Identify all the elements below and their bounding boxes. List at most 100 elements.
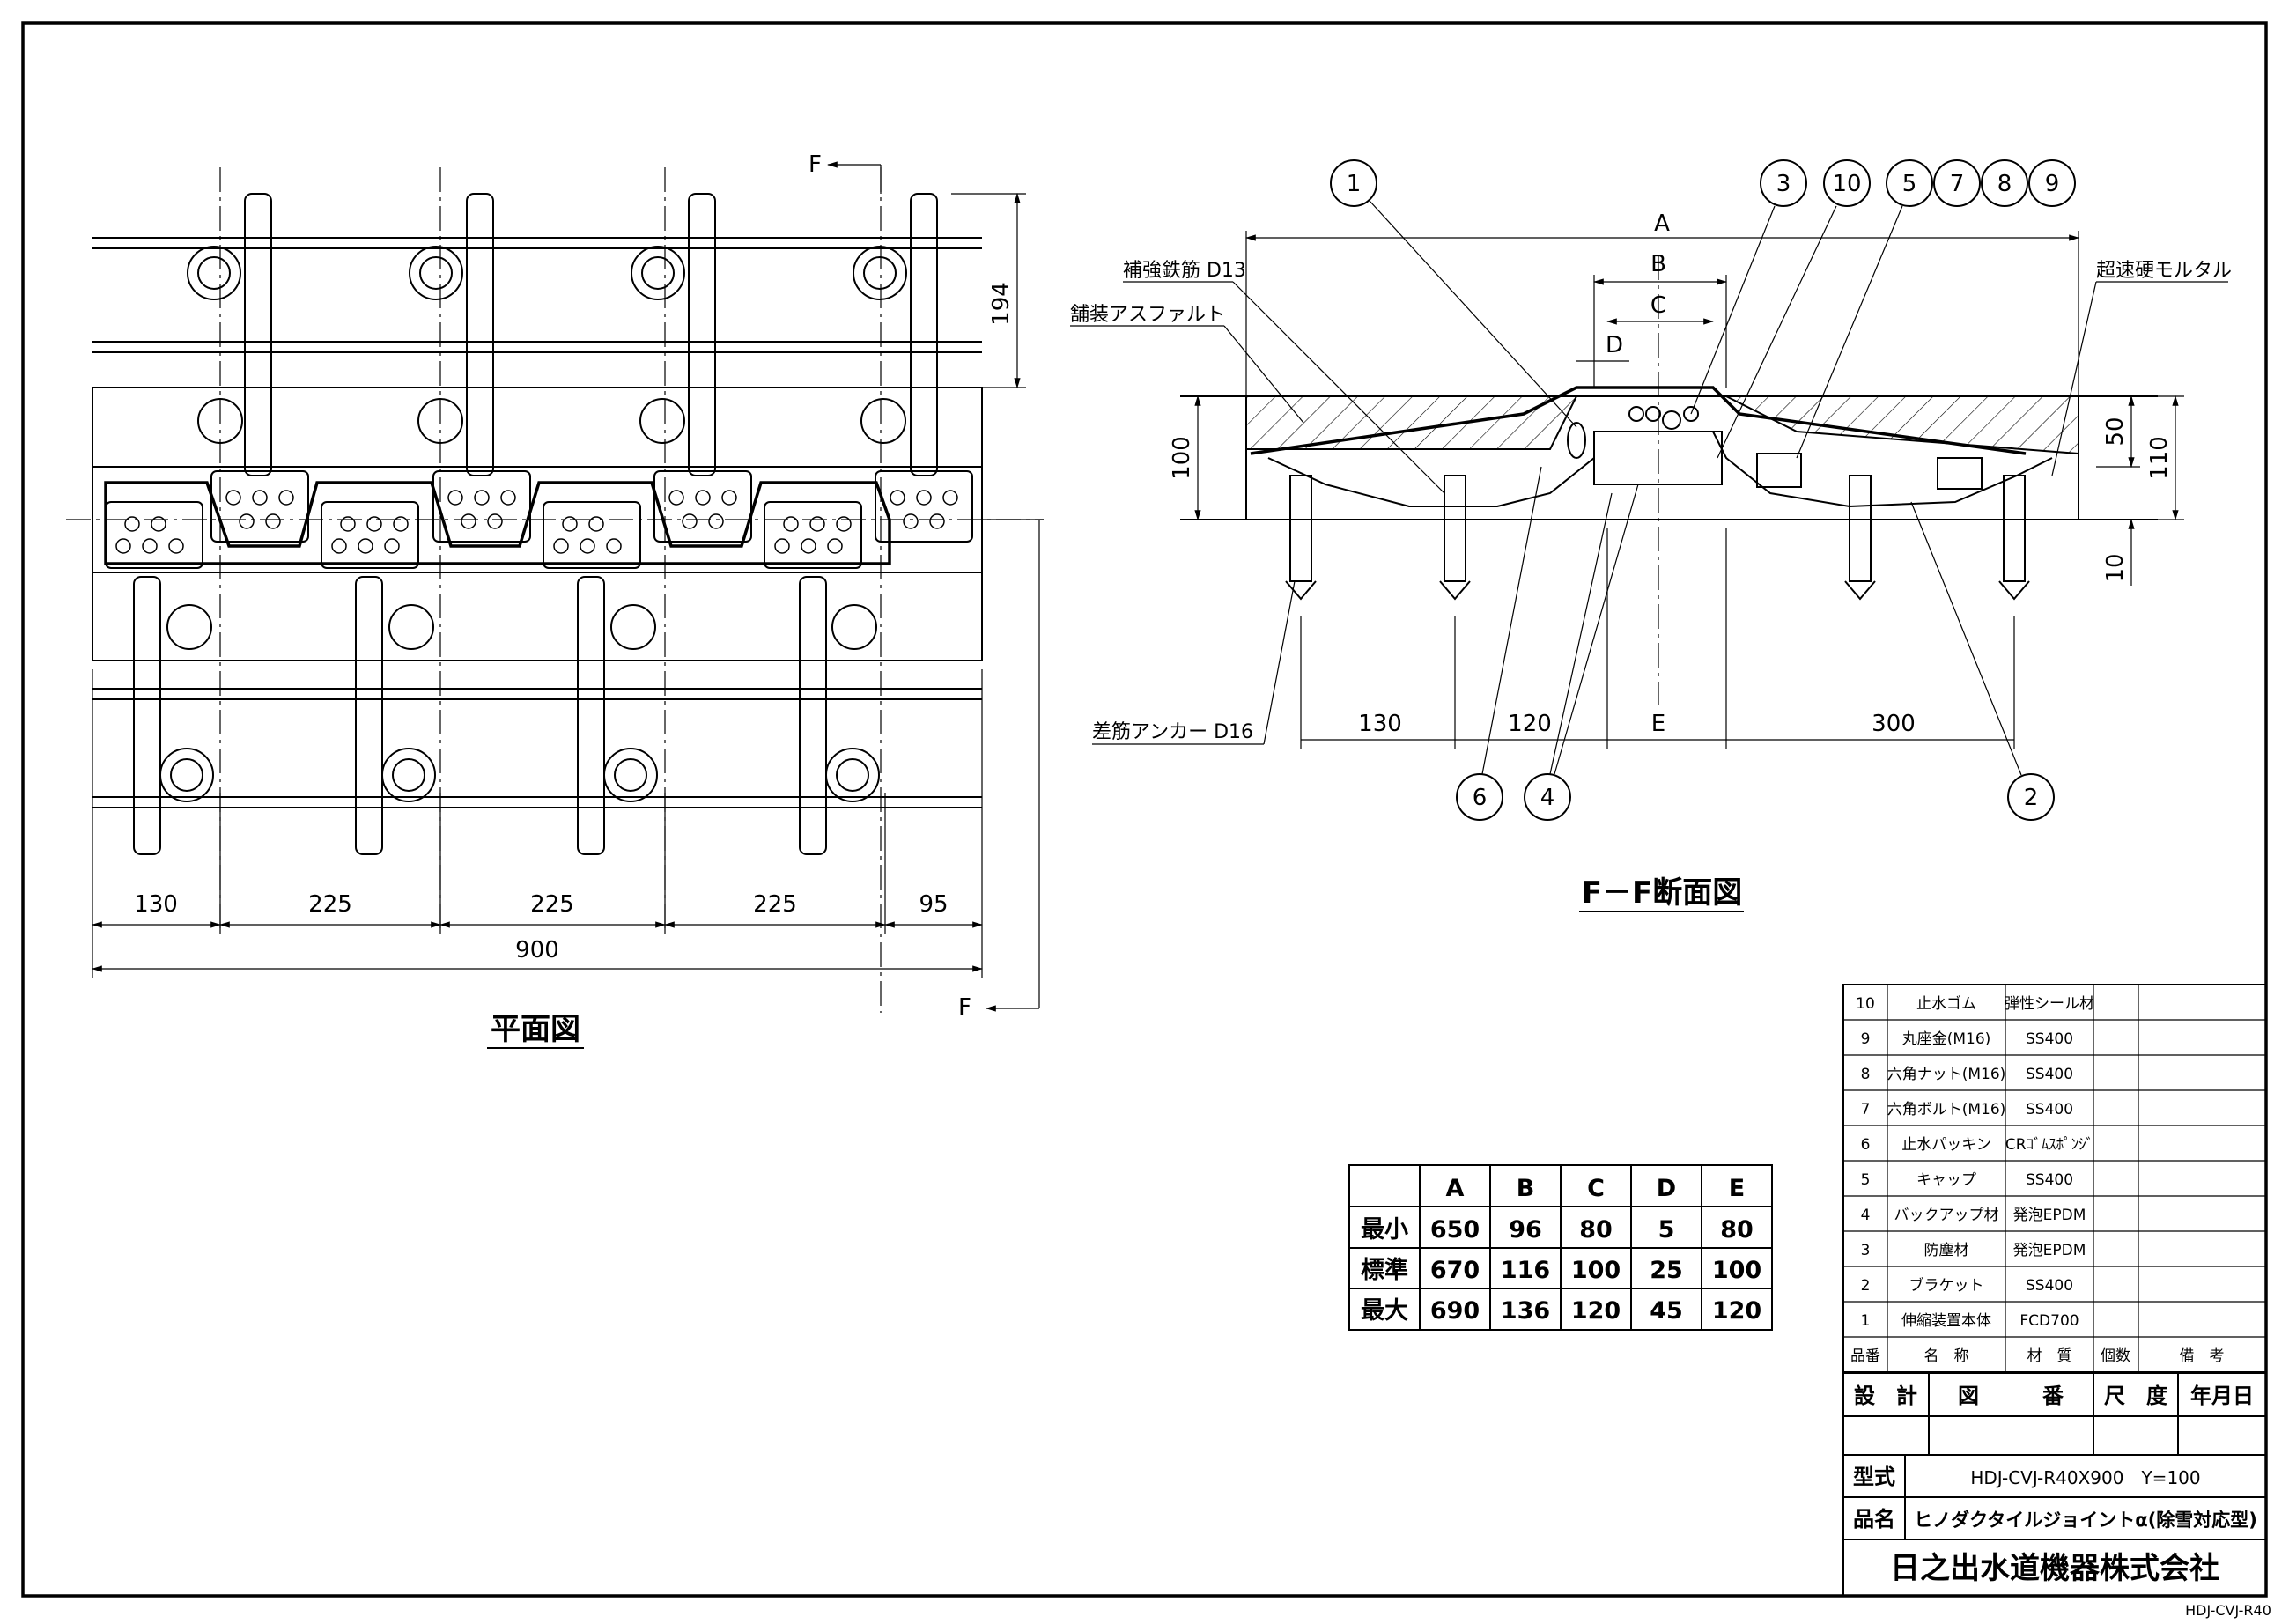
part-name: ブラケット	[1909, 1276, 1984, 1295]
plan-view-title: 平面図	[491, 1012, 580, 1047]
dim-plan-225-c: 225	[753, 891, 797, 918]
label-asphalt: 舗装アスファルト	[1070, 304, 1225, 326]
size-header-D: D	[1657, 1175, 1676, 1202]
part-no: 5	[1861, 1171, 1871, 1189]
parts-header-material: 材 質	[2027, 1347, 2072, 1365]
dim-plan-130: 130	[134, 891, 178, 918]
parts-header-name: 名 称	[1924, 1347, 1969, 1365]
dim-plan-225-a: 225	[308, 891, 352, 918]
part-no: 7	[1861, 1101, 1871, 1118]
parts-header-remarks: 備 考	[2180, 1347, 2225, 1365]
size-row-std-label: 標準	[1361, 1256, 1408, 1284]
tb-drawing-no: 図 番	[1958, 1384, 2064, 1408]
dim-section-E: E	[1651, 711, 1665, 737]
size-header-E: E	[1729, 1175, 1745, 1202]
balloon-8: 8	[1997, 171, 2012, 197]
part-material: 発泡EPDM	[2013, 1242, 2086, 1259]
dim-194: 194	[988, 282, 1015, 326]
anchors	[1285, 475, 2030, 601]
part-name: 止水パッキン	[1901, 1136, 1991, 1154]
part-name: 丸座金(M16)	[1902, 1030, 1991, 1048]
sheet-border	[21, 21, 2268, 1598]
tb-name-label: 品名	[1853, 1507, 1895, 1532]
balloon-4: 4	[1540, 785, 1555, 811]
part-no: 4	[1861, 1207, 1871, 1224]
size-cell: 25	[1650, 1257, 1683, 1284]
balloon-1: 1	[1347, 171, 1362, 197]
dim-section-300: 300	[1872, 711, 1916, 737]
dim-110: 110	[2146, 436, 2173, 480]
dim-plan-225-b: 225	[530, 891, 574, 918]
section-mark-top: F	[809, 151, 822, 178]
dim-plan-95: 95	[919, 891, 948, 918]
part-no: 8	[1861, 1066, 1871, 1083]
part-name: バックアップ材	[1894, 1207, 1999, 1224]
size-cell: 670	[1430, 1257, 1480, 1284]
tb-design: 設 計	[1854, 1384, 1917, 1408]
balloon-2: 2	[2024, 785, 2039, 811]
part-material: SS400	[2026, 1101, 2073, 1118]
size-cell: 45	[1650, 1297, 1683, 1325]
size-table: A B C D E 最小 650 96 80 5 80 標準 670 116 1…	[1348, 1164, 1773, 1331]
size-cell: 5	[1658, 1216, 1675, 1244]
bolt-group-upper	[210, 470, 973, 543]
size-cell: 120	[1712, 1297, 1761, 1325]
balloon-9: 9	[2045, 171, 2060, 197]
part-name: 六角ナット(M16)	[1887, 1066, 2006, 1083]
balloons-bottom: 6 4 2	[1456, 466, 2055, 821]
size-cell: 136	[1501, 1297, 1550, 1325]
section-view: A B C D 100 50 110 10 130 120 E 300 補強鉄	[1070, 159, 2232, 912]
parts-header-no: 品番	[1850, 1347, 1880, 1365]
upper-arms	[187, 193, 938, 476]
dim-C: C	[1650, 292, 1666, 319]
lower-arms	[133, 576, 880, 855]
part-name: 止水ゴム	[1916, 994, 1976, 1013]
section-mark-bottom: F	[958, 994, 971, 1021]
label-rebar: 補強鉄筋 D13	[1123, 260, 1246, 282]
size-row-min-label: 最小	[1361, 1216, 1408, 1244]
dim-section-130: 130	[1358, 711, 1402, 737]
tb-model-value: HDJ-CVJ-R40X900 Y=100	[1970, 1467, 2200, 1488]
size-cell: 80	[1720, 1216, 1754, 1244]
tb-company: 日之出水道機器株式会社	[1890, 1551, 2219, 1586]
size-cell: 120	[1571, 1297, 1621, 1325]
section-view-title: F－F断面図	[1582, 875, 1742, 911]
balloon-6: 6	[1473, 785, 1488, 811]
size-cell: 96	[1509, 1216, 1542, 1244]
title-block: 設 計 図 番 尺 度 年月日 型式 HDJ-CVJ-R40X900 Y=100…	[1842, 1371, 2267, 1597]
tb-scale: 尺 度	[2104, 1384, 2168, 1408]
label-mortar: 超速硬モルタル	[2096, 260, 2232, 282]
size-cell: 100	[1571, 1257, 1621, 1284]
part-name: 伸縮装置本体	[1901, 1312, 1991, 1330]
plan-view: F F 194 130 225 225 225 95	[66, 151, 1044, 1049]
size-cell: 100	[1712, 1257, 1761, 1284]
size-header-C: C	[1587, 1175, 1605, 1202]
dim-10: 10	[2102, 553, 2129, 582]
sheet-code: HDJ-CVJ-R40	[2185, 1602, 2271, 1619]
part-material: SS400	[2026, 1277, 2073, 1295]
dim-section-120: 120	[1508, 711, 1552, 737]
dim-B: B	[1650, 251, 1666, 277]
balloon-5: 5	[1902, 171, 1917, 197]
part-no: 3	[1861, 1242, 1871, 1259]
dim-100: 100	[1169, 436, 1195, 480]
balloon-7: 7	[1950, 171, 1965, 197]
part-material: SS400	[2026, 1171, 2073, 1189]
part-material: SS400	[2026, 1030, 2073, 1048]
part-material: 弾性シール材	[2005, 995, 2094, 1013]
part-no: 6	[1861, 1136, 1871, 1154]
size-header-A: A	[1446, 1175, 1465, 1202]
part-name: 防塵材	[1924, 1242, 1969, 1259]
dim-A: A	[1654, 210, 1670, 237]
part-name: 六角ボルト(M16)	[1887, 1101, 2006, 1118]
label-anchor: 差筋アンカー D16	[1092, 721, 1253, 743]
dim-plan-900: 900	[515, 937, 559, 963]
dim-D: D	[1606, 332, 1623, 358]
tb-name-value: ヒノダクタイルジョイントα(除雪対応型)	[1914, 1510, 2257, 1531]
part-no: 9	[1861, 1030, 1871, 1048]
part-material: SS400	[2026, 1066, 2073, 1083]
balloon-10: 10	[1832, 171, 1861, 197]
balloons-top: 1 3 10 5 7 8 9	[1330, 159, 2076, 459]
part-material: CRｺﾞﾑｽﾎﾟﾝｼﾞ	[2005, 1136, 2093, 1154]
